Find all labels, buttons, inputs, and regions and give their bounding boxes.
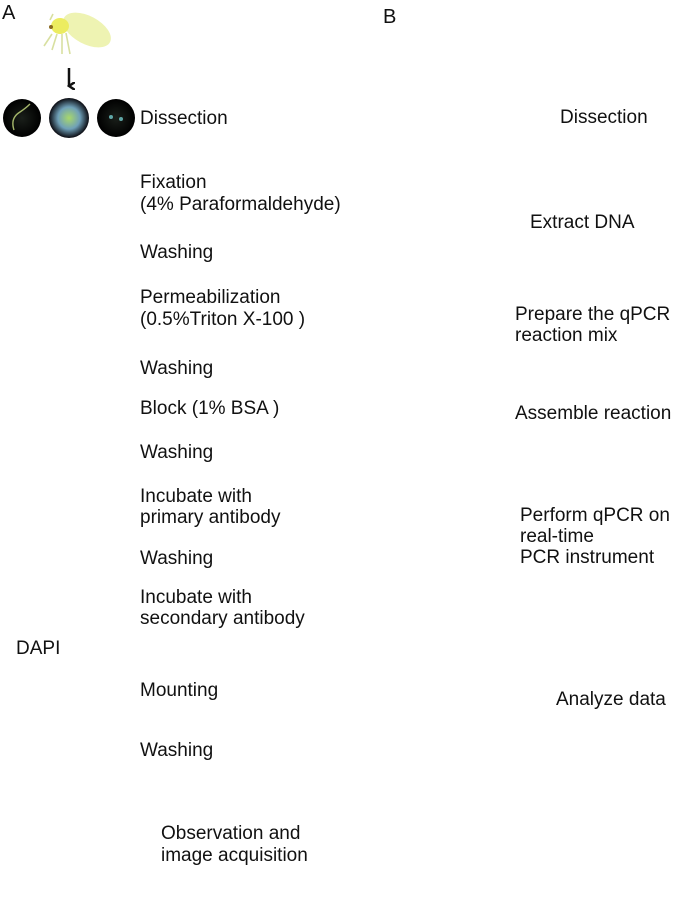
step-primary-antibody-1: Incubate with (140, 486, 252, 507)
panel-b-letter: B (383, 6, 397, 28)
step-dissection-a: Dissection (140, 108, 228, 129)
whitefly-icon (43, 12, 111, 55)
ovary-image (97, 99, 135, 137)
step-perform-qpcr-3: PCR instrument (520, 547, 655, 568)
step-prepare-mix-2: reaction mix (515, 325, 618, 346)
step-prepare-mix-1: Prepare the qPCR (515, 304, 671, 325)
step-washing-4: Washing (140, 548, 214, 569)
step-fixation-reagent: (4% Paraformaldehyde) (140, 194, 341, 215)
step-dissection-b: Dissection (560, 107, 648, 128)
dissection-tissue-images-a (3, 98, 135, 138)
gland-image (49, 98, 89, 138)
step-assemble-reaction: Assemble reaction (515, 403, 672, 424)
step-secondary-antibody-1: Incubate with (140, 587, 252, 608)
step-perform-qpcr-2: real-time (520, 526, 594, 547)
step-observation-2: image acquisition (161, 845, 308, 866)
step-fixation: Fixation (140, 172, 207, 193)
dapi-label: DAPI (16, 638, 61, 659)
step-washing-5: Washing (140, 740, 214, 761)
step-permeabilization: Permeabilization (140, 287, 281, 308)
step-washing-2: Washing (140, 358, 214, 379)
step-washing-3: Washing (140, 442, 214, 463)
step-washing-1: Washing (140, 242, 214, 263)
step-observation-1: Observation and (161, 823, 301, 844)
step-secondary-antibody-2: secondary antibody (140, 608, 305, 629)
midgut-image (3, 99, 41, 137)
step-analyze-data: Analyze data (556, 689, 666, 710)
step-extract-dna: Extract DNA (530, 212, 635, 233)
step-primary-antibody-2: primary antibody (140, 507, 281, 528)
step-block: Block (1% BSA ) (140, 398, 280, 419)
step-perform-qpcr-1: Perform qPCR on (520, 505, 670, 526)
step-mounting: Mounting (140, 680, 219, 701)
step-permeabilization-reagent: (0.5%Triton X-100 ) (140, 309, 306, 330)
panel-a-letter: A (2, 2, 16, 24)
